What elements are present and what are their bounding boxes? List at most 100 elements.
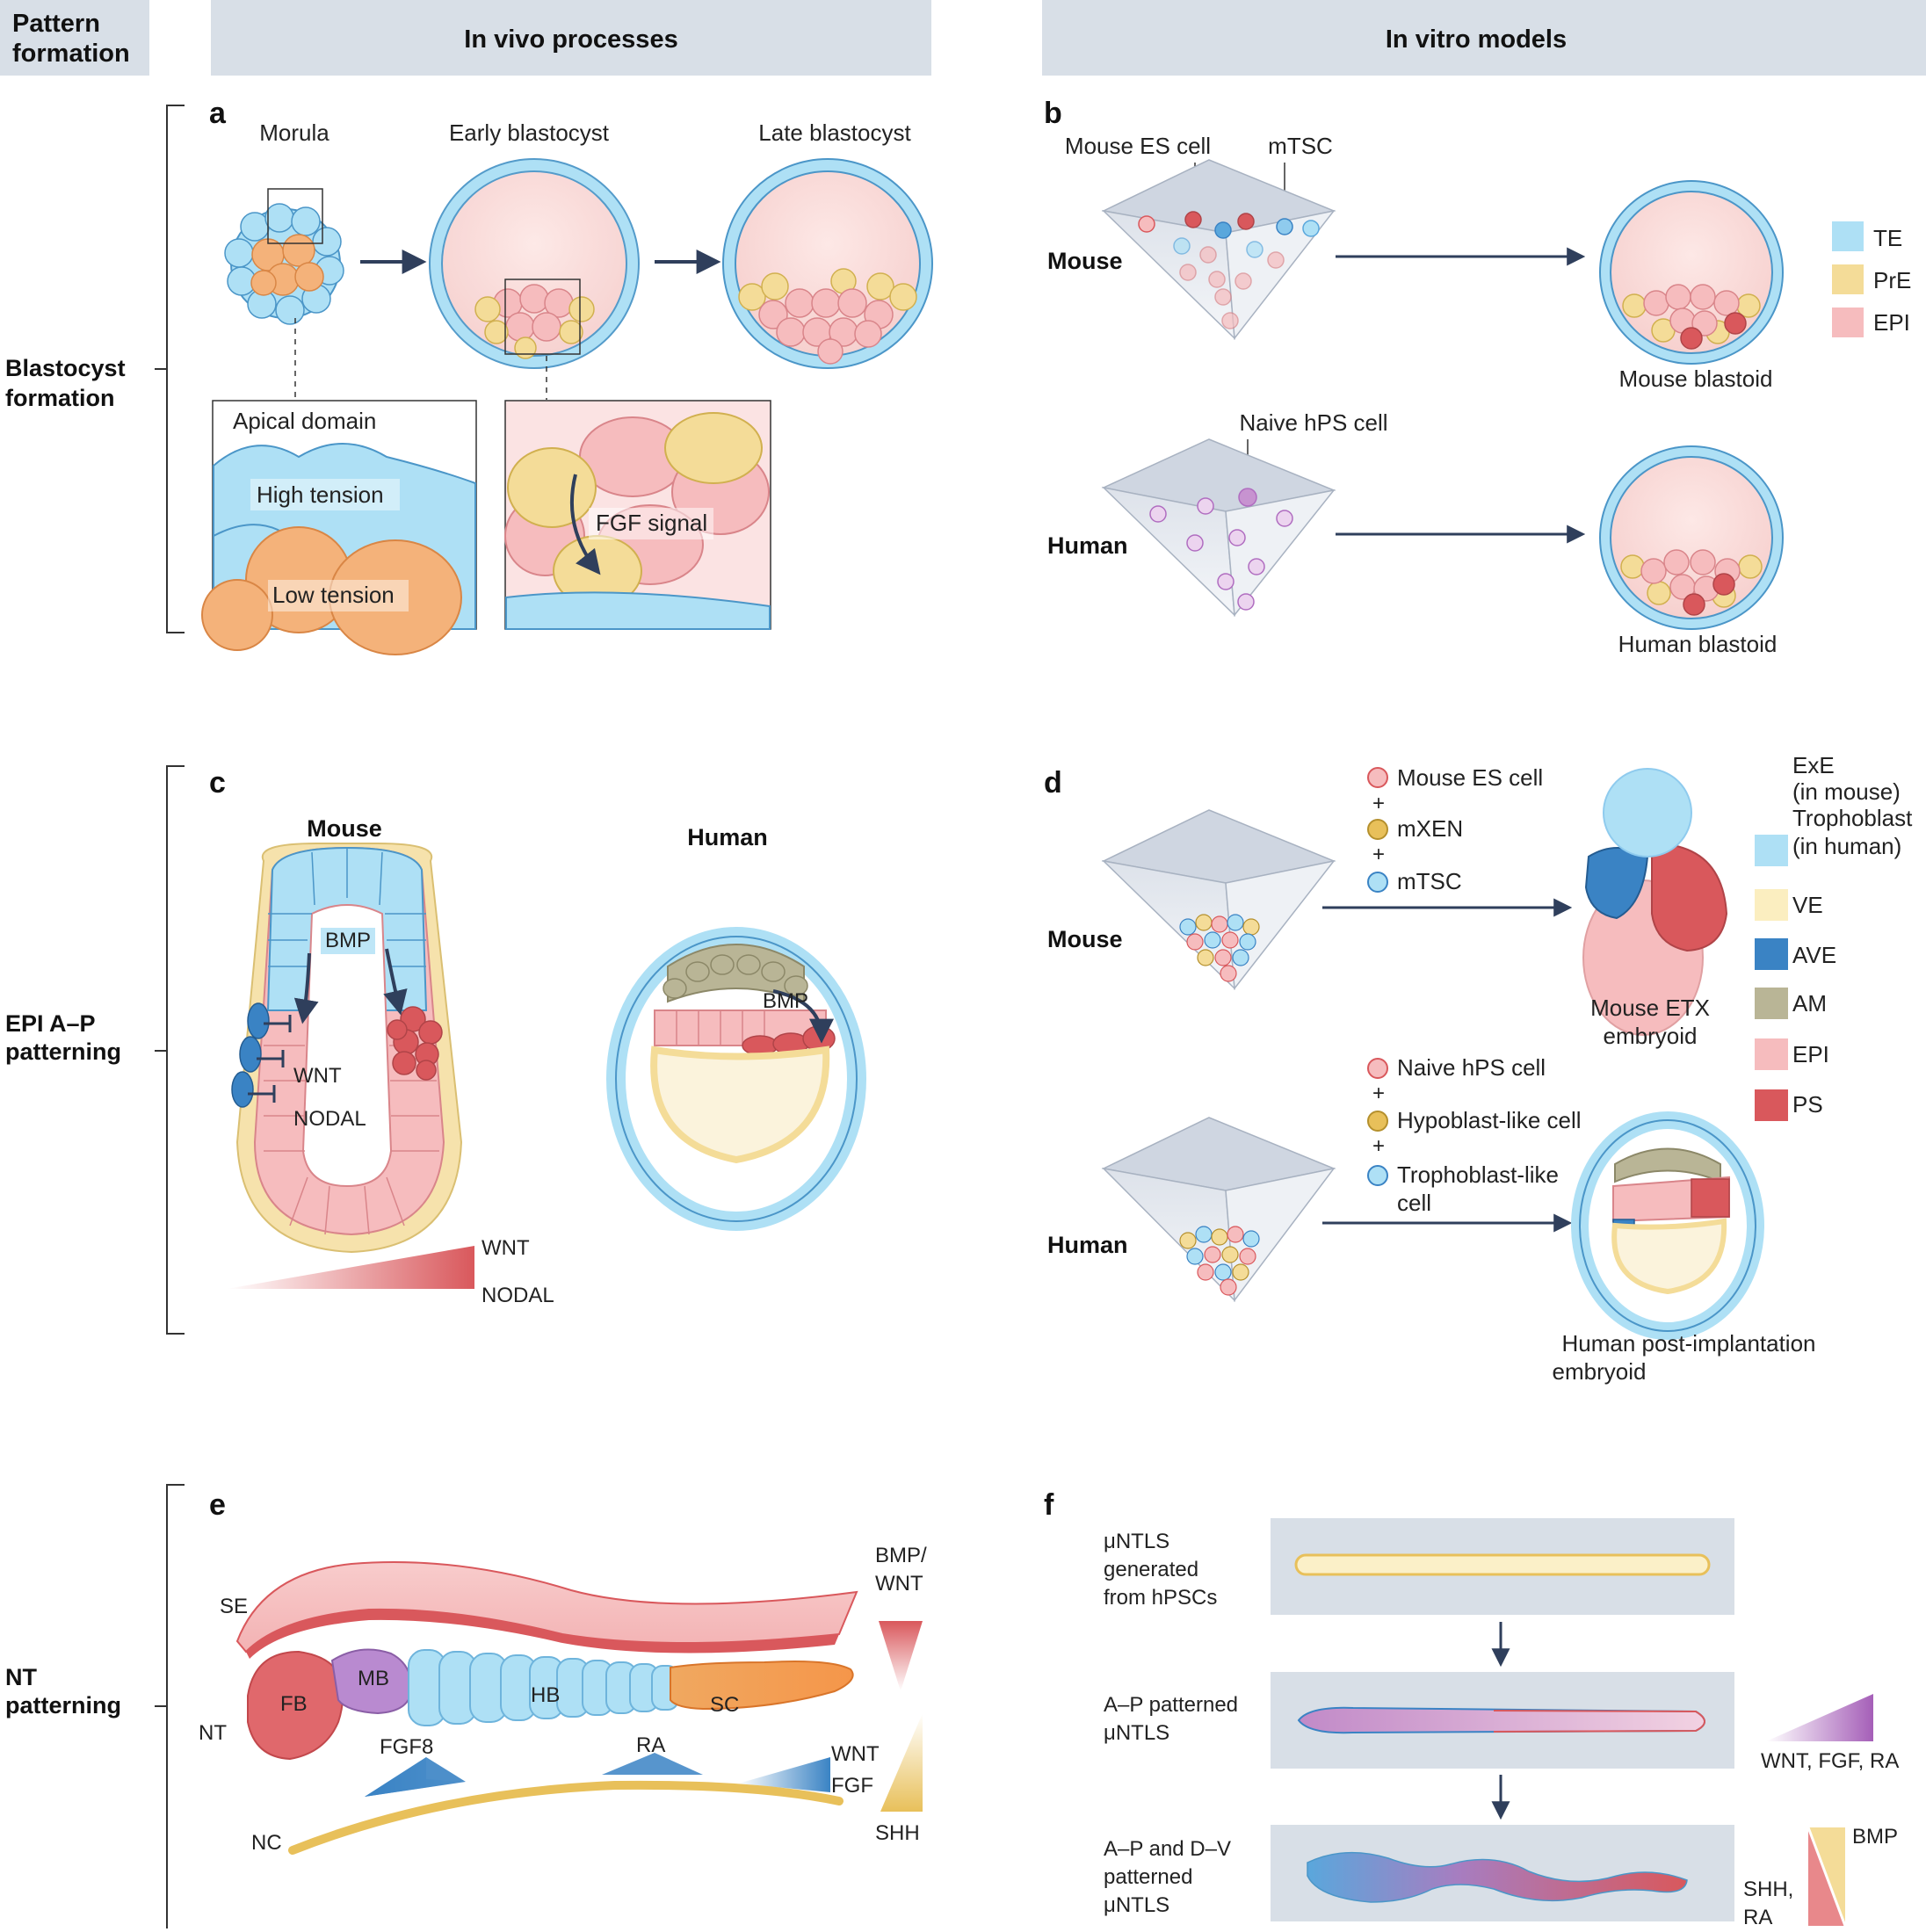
mouse-wnt-label: WNT <box>293 1064 342 1088</box>
wnt-nodal-gradient <box>227 1246 474 1289</box>
row-label-nt: NT <box>5 1664 37 1690</box>
panel-b-mouse-label: Mouse <box>1047 248 1123 274</box>
ap-tube-red-edge <box>1493 1710 1705 1733</box>
panel-d: d Mouse ES cell + mXEN + mTSC Mouse Mous <box>1044 752 1913 1385</box>
mouse-es-cell-label: Mouse ES cell <box>1065 133 1211 159</box>
legend-b: TE PrE EPI <box>1832 221 1911 337</box>
panel-d-letter: d <box>1044 766 1062 800</box>
late-blastocyst <box>722 158 933 369</box>
row-label-blastocyst: Blastocyst <box>5 355 126 381</box>
grad-nodal-label: NODAL <box>482 1284 554 1307</box>
d-plus-3: + <box>1372 1082 1385 1105</box>
apical-domain-label: Apical domain <box>233 408 376 434</box>
row-label-epi-2: patterning <box>5 1038 121 1065</box>
low-tension-label: Low tension <box>272 582 395 608</box>
bmpwnt-label-2: WNT <box>875 1572 923 1596</box>
in-vitro-title: In vitro models <box>1386 25 1567 54</box>
ra-label: RA <box>636 1733 665 1757</box>
panel-c: c Mouse Human <box>209 766 866 1307</box>
row-label-nt-2: patterning <box>5 1692 121 1719</box>
inset-fgf-signal: FGF signal <box>504 400 771 630</box>
late-blastocyst-label: Late blastocyst <box>758 119 911 146</box>
legend-ve-swatch <box>1755 889 1788 921</box>
pattern-formation-header-bg <box>0 0 149 76</box>
mouse-blastoid <box>1599 180 1784 365</box>
d-hypoblast-label: Hypoblast-like cell <box>1397 1107 1582 1133</box>
d-tropho-label: Trophoblast-like <box>1397 1161 1559 1188</box>
nt-label: NT <box>199 1721 227 1745</box>
bracket-epi <box>155 765 185 1335</box>
legend-epi-d: EPI <box>1792 1041 1829 1067</box>
pattern-formation-title: Pattern <box>12 10 100 38</box>
pattern-formation-title-2: formation <box>12 40 130 68</box>
mxen-icon <box>1367 819 1388 840</box>
hb-label: HB <box>531 1683 560 1707</box>
fgf8-triangle <box>365 1757 466 1797</box>
legend-head-1: ExE <box>1792 752 1835 778</box>
d-plus-2: + <box>1372 843 1385 866</box>
legend-epi: EPI <box>1873 309 1910 336</box>
legend-d: ExE (in mouse) Trophoblast (in human) VE… <box>1755 752 1913 1121</box>
wnt-fgf-gradient <box>738 1757 830 1792</box>
human-blastoid <box>1599 445 1784 630</box>
naive-icon <box>1367 1058 1388 1079</box>
panel-b-human-label: Human <box>1047 532 1128 559</box>
legend-ave: AVE <box>1792 942 1836 968</box>
mouse-nodal-label: NODAL <box>293 1107 366 1131</box>
sc-label: SC <box>710 1693 739 1717</box>
d-mouse-es-label: Mouse ES cell <box>1397 764 1543 791</box>
f-row3-label: A–P and D–V <box>1104 1837 1231 1861</box>
gradient-divider <box>1807 1827 1847 1927</box>
f-row1-label-3: from hPSCs <box>1104 1586 1217 1610</box>
post-label-2: embryoid <box>1553 1358 1647 1385</box>
mouse-blastoid-label: Mouse blastoid <box>1619 365 1773 392</box>
early-blastocyst <box>429 158 640 400</box>
f-shhra-label-2: RA <box>1743 1906 1772 1929</box>
wnt-e-label: WNT <box>831 1742 880 1766</box>
f-row2-label-2: μNTLS <box>1104 1721 1169 1745</box>
in-vitro-header-bg <box>1042 0 1926 76</box>
legend-am: AM <box>1792 990 1827 1017</box>
naive-hps-label: Naive hPS cell <box>1239 409 1387 436</box>
spinal-cord <box>670 1661 854 1711</box>
f-row3-label-2: patterned <box>1104 1865 1192 1889</box>
d-naive-label: Naive hPS cell <box>1397 1054 1546 1081</box>
legend-ps: PS <box>1792 1091 1823 1118</box>
hindbrain <box>408 1649 679 1726</box>
panel-c-mouse-label: Mouse <box>307 815 382 842</box>
morula-label: Morula <box>259 119 329 146</box>
f-row2-label: A–P patterned <box>1104 1693 1238 1717</box>
panel-a: a Morula Early blastocyst Late blastocys… <box>201 97 933 655</box>
etx-label-2: embryoid <box>1604 1023 1698 1049</box>
row-label-epi: EPI A–P <box>5 1010 96 1037</box>
legend-ave-swatch <box>1755 938 1788 970</box>
inset-apical-domain: Apical domain High tension Low tension <box>201 400 477 655</box>
legend-pre-swatch <box>1832 264 1864 294</box>
in-vivo-title: In vivo processes <box>464 25 677 54</box>
mtsc-label: mTSC <box>1268 133 1333 159</box>
legend-am-swatch <box>1755 988 1788 1019</box>
neural-tube <box>247 1648 854 1761</box>
row-label-blastocyst-2: formation <box>5 385 115 411</box>
etx-label: Mouse ETX <box>1590 995 1710 1021</box>
mb-label: MB <box>358 1667 389 1690</box>
pyramid-human-b <box>1101 438 1336 617</box>
early-blastocyst-label: Early blastocyst <box>449 119 610 146</box>
row-labels: Blastocyst formation EPI A–P patterning … <box>5 105 185 1928</box>
d-plus-1: + <box>1372 792 1385 815</box>
in-vivo-header-bg <box>211 0 931 76</box>
d-mtsc-label: mTSC <box>1397 868 1462 894</box>
hypoblast-icon <box>1367 1111 1388 1132</box>
fgf8-label: FGF8 <box>380 1735 433 1759</box>
panel-e-letter: e <box>209 1488 226 1522</box>
panel-f-letter: f <box>1044 1488 1054 1522</box>
human-post-implantation-embryoid <box>1571 1111 1764 1340</box>
notochord <box>288 1780 844 1855</box>
f-row3-label-3: μNTLS <box>1104 1893 1169 1917</box>
shh-gradient <box>880 1713 923 1812</box>
panel-f: f μNTLS generated from hPSCs A–P pattern… <box>1044 1488 1899 1929</box>
bmp-wnt-gradient <box>879 1621 923 1691</box>
f-row1-label-2: generated <box>1104 1558 1198 1581</box>
nc-label: NC <box>251 1831 282 1855</box>
